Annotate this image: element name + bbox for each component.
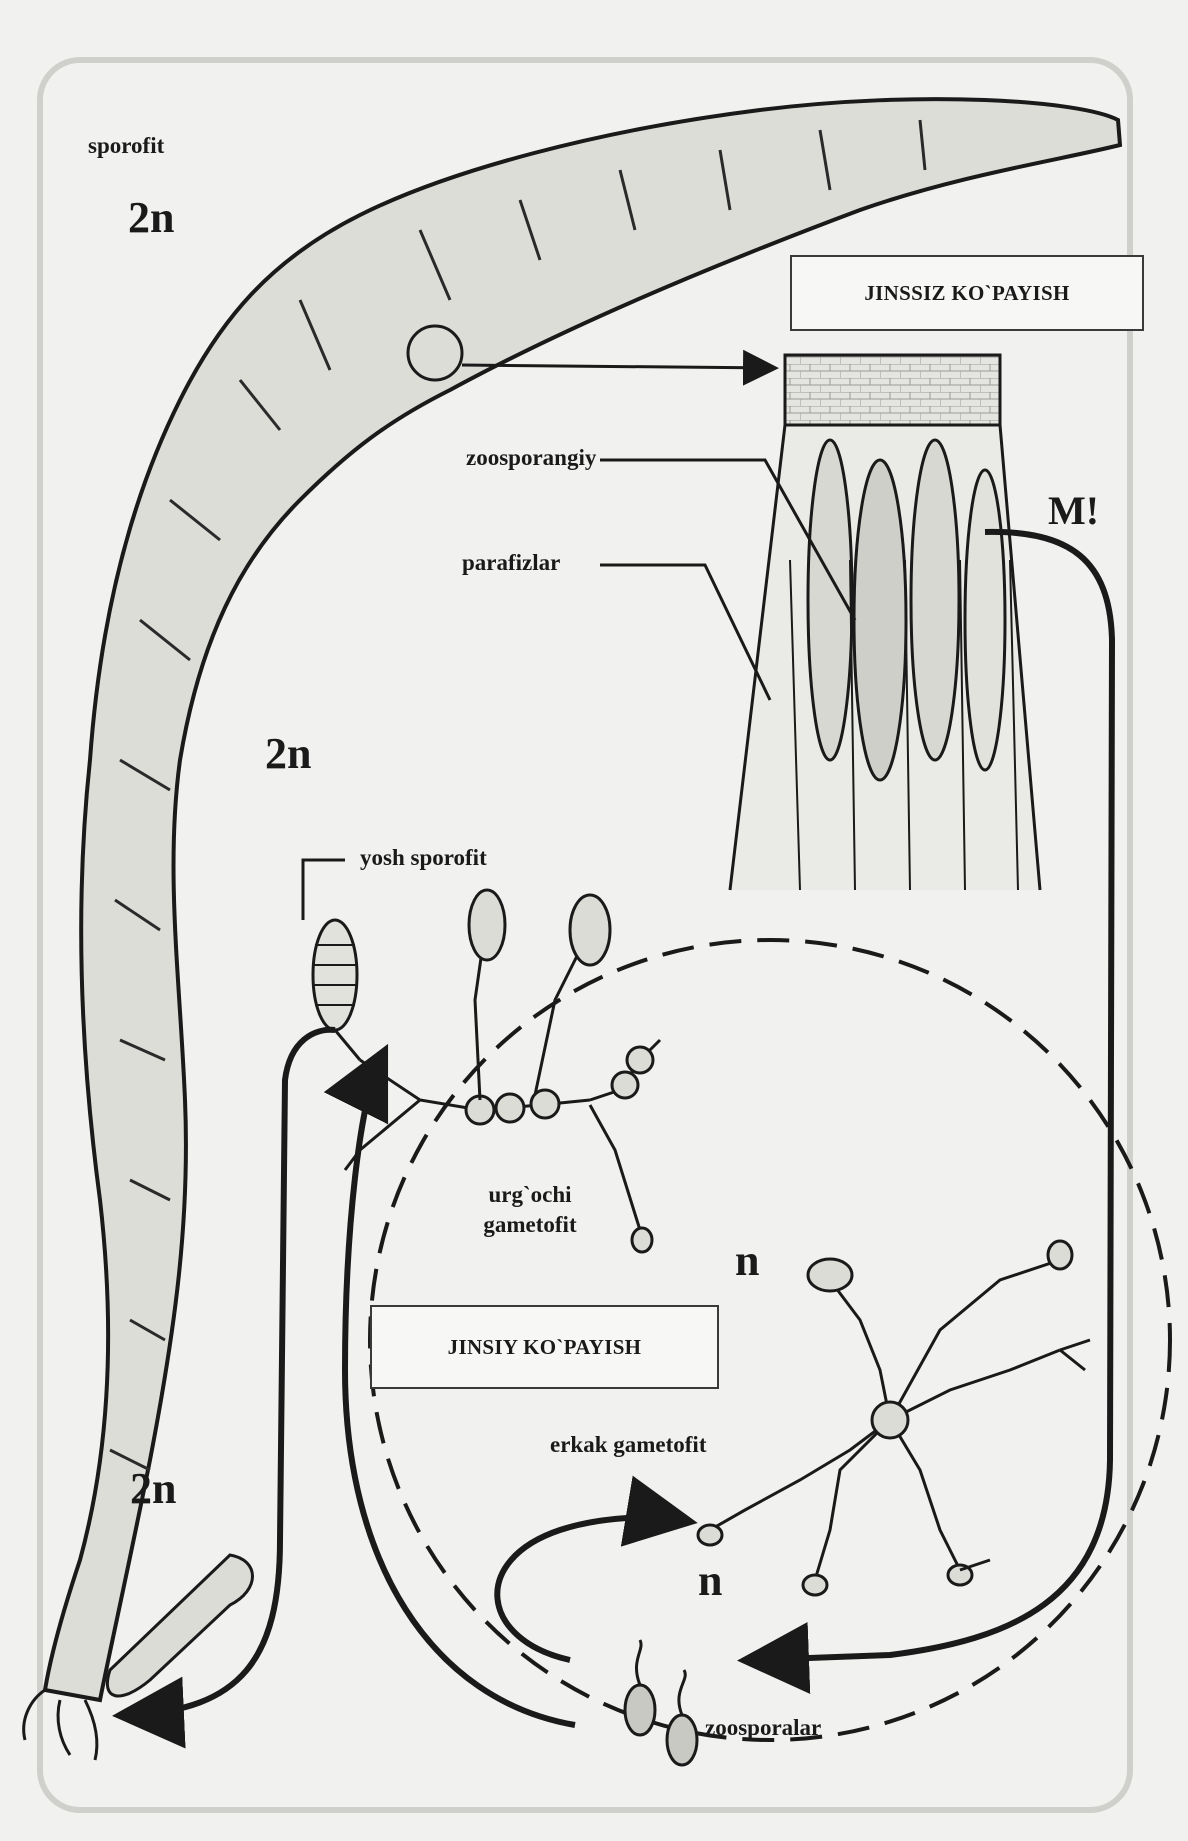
zoom-arrow: [462, 365, 770, 368]
male-gametophyte: [698, 1241, 1090, 1595]
label-ploidy-middle: 2n: [265, 728, 311, 779]
box-asexual-reproduction: JINSSIZ KO`PAYISH: [790, 255, 1144, 331]
label-urgochi-line2: gametofit: [445, 1210, 615, 1240]
label-ploidy-bottom: 2n: [130, 1463, 176, 1514]
label-zoosporalar: zoosporalar: [705, 1715, 821, 1741]
zoosporangia-section: [730, 355, 1040, 890]
label-haploid-upper: n: [735, 1235, 759, 1286]
label-haploid-lower: n: [698, 1555, 722, 1606]
yosh-sporofit-leader: [303, 860, 345, 920]
label-yosh-sporofit: yosh sporofit: [360, 845, 487, 871]
box-sexual-reproduction: JINSIY KO`PAYISH: [370, 1305, 719, 1389]
label-meiosis: M!: [1048, 487, 1099, 534]
label-zoosporangiy: zoosporangiy: [466, 445, 596, 471]
label-urgochi-line1: urg`ochi: [445, 1180, 615, 1210]
label-erkak-gametofit: erkak gametofit: [550, 1432, 707, 1458]
juvenile-sporophyte: [107, 1555, 252, 1696]
arrow-to-female-gametophyte: [345, 1060, 575, 1725]
arrow-to-male-gametophyte: [497, 1517, 680, 1660]
label-urgochi-gametofit: urg`ochi gametofit: [445, 1180, 615, 1240]
label-sporofit: sporofit: [88, 133, 164, 159]
zoospores: [625, 1640, 697, 1765]
parafizlar-leader: [600, 565, 770, 700]
label-parafizlar: parafizlar: [462, 550, 560, 576]
young-sporophyte: [313, 920, 360, 1060]
label-ploidy-top: 2n: [128, 192, 174, 243]
